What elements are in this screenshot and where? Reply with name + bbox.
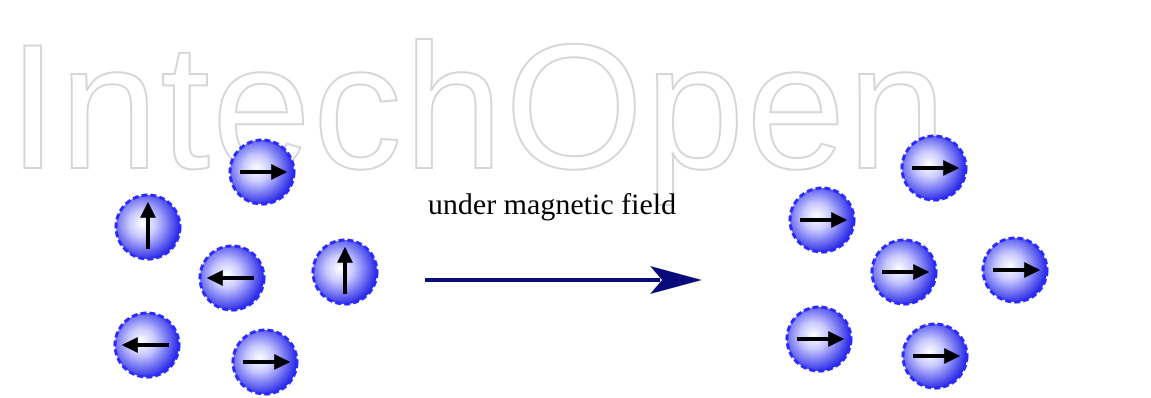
watermark-logo: IntechOpen — [8, 7, 948, 206]
before-particle — [198, 244, 266, 312]
before-particle — [231, 328, 299, 396]
after-particle — [785, 305, 853, 373]
after-particle — [900, 134, 968, 202]
process-arrow — [425, 266, 702, 294]
process-label: under magnetic field — [428, 188, 676, 221]
before-particle — [114, 193, 182, 261]
particles-after-field — [785, 134, 1049, 390]
after-particle — [981, 236, 1049, 304]
after-particle — [788, 186, 856, 254]
after-particle — [901, 322, 969, 390]
before-particle — [228, 138, 296, 206]
after-particle — [870, 238, 938, 306]
particles-before-field — [113, 138, 379, 396]
before-particle — [311, 238, 379, 306]
before-particle — [113, 311, 181, 379]
